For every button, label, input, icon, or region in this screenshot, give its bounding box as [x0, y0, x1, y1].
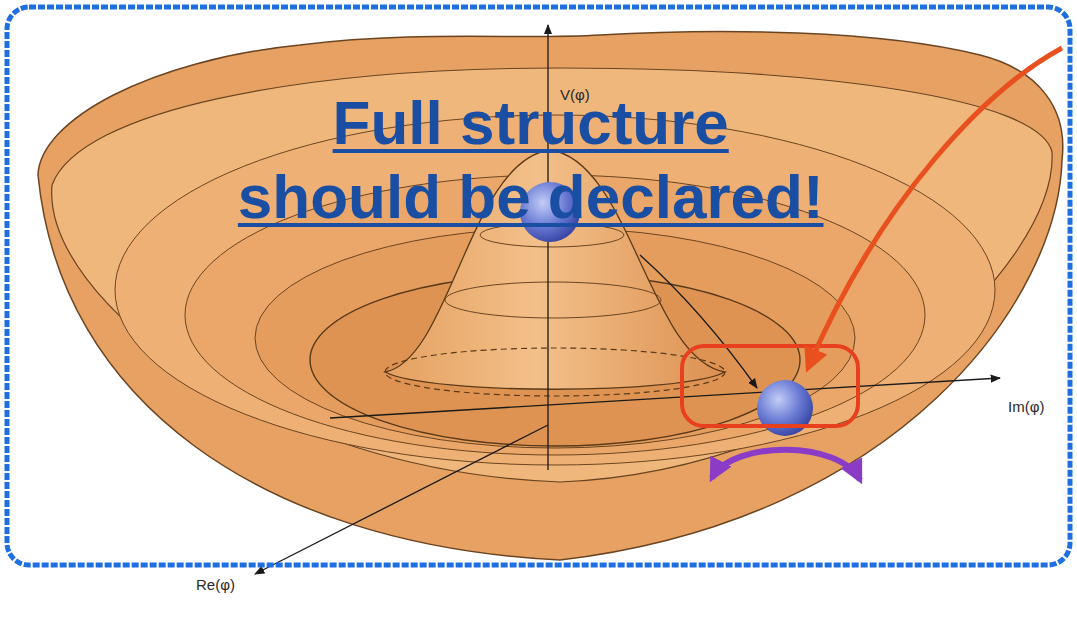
oscillation-arrow	[712, 450, 860, 480]
pointer-arrow	[808, 48, 1062, 368]
frame-border	[7, 7, 1070, 565]
slide-heading: Full structure should be declared!	[230, 86, 831, 235]
potential-surface	[38, 32, 1063, 560]
axis-label: Im(φ)	[1008, 398, 1044, 415]
highlight-box	[682, 346, 858, 426]
axis-label: V(φ)	[560, 86, 590, 103]
axis-label: Re(φ)	[196, 576, 235, 593]
